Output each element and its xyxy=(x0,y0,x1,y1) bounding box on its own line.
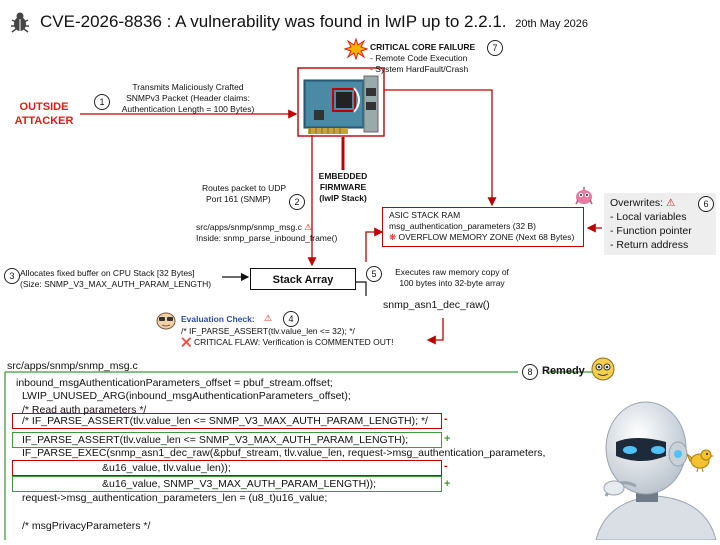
route-line1: Routes packet to UDP xyxy=(202,183,287,193)
failure-item1: - Remote Code Execution xyxy=(370,53,468,63)
copy-text: Executes raw memory copy of 100 bytes in… xyxy=(384,267,520,289)
remedy-title: Remedy xyxy=(542,365,585,377)
page-title: CVE-2026-8836 : A vulnerability was foun… xyxy=(40,11,588,35)
source-file-path: src/apps/snmp/snmp_msg.c xyxy=(196,222,302,232)
code-line: request->msg_authentication_parameters_l… xyxy=(22,492,328,504)
attacker-description: Transmits Maliciously Crafted SNMPv3 Pac… xyxy=(108,82,268,115)
face-icon xyxy=(155,310,177,330)
cross-icon: ❌ xyxy=(181,337,192,347)
source-file-function: Inside: snmp_parse_inbound_frame() xyxy=(196,233,338,243)
title-date: 20th May 2026 xyxy=(515,18,589,30)
robot-face-icon xyxy=(590,356,616,382)
asic-line2: msg_authentication_parameters (32 B) xyxy=(389,221,536,231)
explosion-icon xyxy=(343,37,369,61)
step-3: 3 xyxy=(4,268,20,284)
source-file-text: src/apps/snmp/snmp_msg.c ⚠ Inside: snmp_… xyxy=(196,222,366,244)
explosion-icon: ❋ xyxy=(389,232,397,242)
code-line: /* Read auth parameters */ xyxy=(22,404,147,416)
evaluation-label: Evaluation Check: xyxy=(181,314,255,324)
step-7: 7 xyxy=(487,40,503,56)
code-line: /* msgPrivacyParameters */ xyxy=(22,520,151,532)
minus-marker: - xyxy=(444,460,448,472)
bug-icon xyxy=(8,10,32,34)
plus-marker: + xyxy=(444,478,451,490)
alloc-line2: (Size: SNMP_V3_MAX_AUTH_PARAM_LENGTH) xyxy=(20,279,212,289)
title-text: CVE-2026-8836 : A vulnerability was foun… xyxy=(40,12,507,31)
asic-line3: OVERFLOW MEMORY ZONE (Next 68 Bytes) xyxy=(398,232,575,242)
code-line-removed: /* IF_PARSE_ASSERT(tlv.value_len <= SNMP… xyxy=(22,415,428,427)
network-card-icon xyxy=(296,66,386,138)
failure-box: CRITICAL CORE FAILURE - Remote Code Exec… xyxy=(370,42,520,75)
step-2: 2 xyxy=(289,194,305,210)
code-line-added: IF_PARSE_ASSERT(tlv.value_len <= SNMP_V3… xyxy=(22,434,409,446)
attacker-desc2: SNMPv3 Packet (Header claims: xyxy=(126,93,250,103)
overwrites-item1: - Local variables xyxy=(610,211,687,223)
step-6: 6 xyxy=(698,196,714,212)
firmware-label: EMBEDDED FIRMWARE (lwIP Stack) xyxy=(310,171,376,204)
warning-icon: ⚠ xyxy=(264,313,273,323)
added-line-box-1 xyxy=(12,432,442,448)
firmware-line2: FIRMWARE xyxy=(319,182,367,192)
plus-marker: + xyxy=(444,433,451,445)
step-5: 5 xyxy=(366,266,382,282)
attacker-line1: OUTSIDE xyxy=(19,101,69,113)
attacker-desc3: Authentication Length = 100 Bytes) xyxy=(121,104,255,114)
attacker-label: OUTSIDE ATTACKER xyxy=(12,100,76,128)
removed-line-box-1 xyxy=(12,413,442,429)
firmware-line3: (lwIP Stack) xyxy=(319,193,367,203)
added-line-box-2 xyxy=(12,476,442,492)
overwrites-box: Overwrites: ⚠ - Local variables - Functi… xyxy=(604,193,716,255)
route-text: Routes packet to UDP Port 161 (SNMP) xyxy=(202,183,312,205)
warning-icon: ⚠ xyxy=(666,197,676,209)
alloc-text: Allocates fixed buffer on CPU Stack [32 … xyxy=(20,268,230,290)
robot-icon xyxy=(576,384,720,541)
evaluation-flaw-text: CRITICAL FLAW: Verification is COMMENTED… xyxy=(193,337,394,347)
warning-icon: ⚠ xyxy=(304,222,312,232)
asic-stack-ram-box: ASIC STACK RAM msg_authentication_parame… xyxy=(382,207,584,247)
code-line: LWIP_UNUSED_ARG(inbound_msgAuthenticatio… xyxy=(22,390,351,402)
stack-array-box: Stack Array xyxy=(250,268,356,290)
attacker-desc1: Transmits Maliciously Crafted xyxy=(132,82,244,92)
minus-marker: - xyxy=(444,413,448,425)
code-line-added: &u16_value, SNMP_V3_MAX_AUTH_PARAM_LENGT… xyxy=(102,478,377,490)
overwrites-item3: - Return address xyxy=(610,239,689,251)
route-line2: Port 161 (SNMP) xyxy=(206,194,271,204)
removed-line-box-2 xyxy=(12,460,442,476)
attacker-line2: ATTACKER xyxy=(14,115,74,127)
remedy-file: src/apps/snmp/snmp_msg.c xyxy=(7,360,138,372)
copy-line1: Executes raw memory copy of xyxy=(395,267,509,277)
virus-icon xyxy=(572,186,596,206)
firmware-line1: EMBEDDED xyxy=(318,171,368,181)
code-line: inbound_msgAuthenticationParameters_offs… xyxy=(16,377,333,389)
evaluation-flaw: ❌ CRITICAL FLAW: Verification is COMMENT… xyxy=(181,337,393,348)
overwrites-item2: - Function pointer xyxy=(610,225,692,237)
step-4: 4 xyxy=(283,311,299,327)
bird-icon xyxy=(686,446,714,473)
failure-title: CRITICAL CORE FAILURE xyxy=(370,42,476,52)
step-8: 8 xyxy=(522,364,538,380)
step-1: 1 xyxy=(94,94,110,110)
asic-line1: ASIC STACK RAM xyxy=(389,210,461,220)
code-line: IF_PARSE_EXEC(snmp_asn1_dec_raw(&pbuf_st… xyxy=(22,447,546,459)
evaluation-comment: /* IF_PARSE_ASSERT(tlv.value_len <= 32);… xyxy=(181,326,355,336)
failure-item2: - System HardFault/Crash xyxy=(370,64,469,74)
alloc-line1: Allocates fixed buffer on CPU Stack [32 … xyxy=(20,268,195,278)
copy-line2: 100 bytes into 32-byte array xyxy=(399,278,505,288)
overwrites-title: Overwrites: xyxy=(610,197,664,209)
copy-function: snmp_asn1_dec_raw() xyxy=(383,299,490,311)
code-line-removed: &u16_value, tlv.value_len)); xyxy=(102,462,231,474)
